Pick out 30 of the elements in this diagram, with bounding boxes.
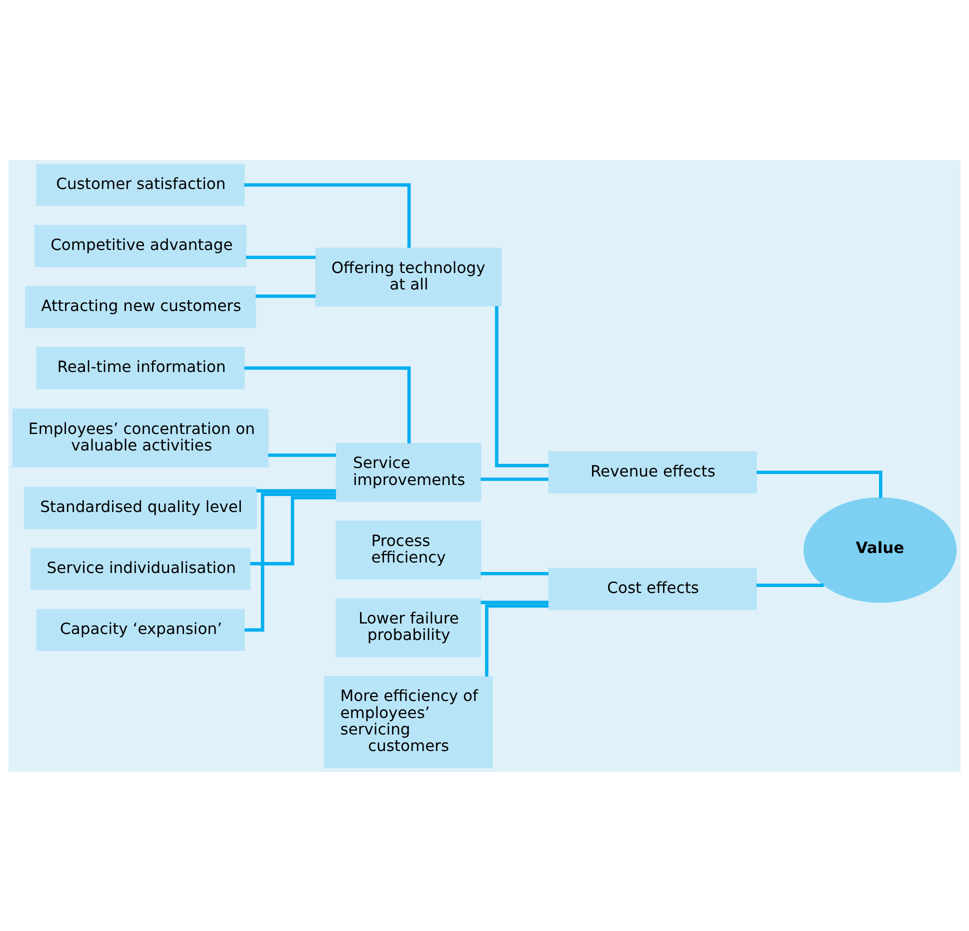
node-box: Competitive advantage xyxy=(34,224,246,267)
node-box: Employees’ concentration on valuable activities xyxy=(12,408,269,467)
connector xyxy=(244,366,411,443)
node-box: Lower failure probability xyxy=(336,598,482,657)
node-box: Revenue effects xyxy=(548,450,757,493)
connector xyxy=(256,294,316,298)
node-box: Service improvements xyxy=(336,442,482,502)
connector xyxy=(480,477,548,480)
connector xyxy=(244,182,411,248)
node-box: Offering technology at all xyxy=(315,247,502,306)
connector xyxy=(480,600,548,604)
node-box: More efficiency of employees’ servicing customers xyxy=(324,676,493,768)
connector xyxy=(756,470,882,498)
node-box: Process efficiency xyxy=(336,520,482,579)
connector xyxy=(256,488,336,492)
connector xyxy=(495,306,549,467)
connector xyxy=(268,453,336,456)
connector xyxy=(246,255,316,259)
node-box: Cost effects xyxy=(548,567,757,610)
connector xyxy=(485,604,548,676)
node-box: Capacity ‘expansion’ xyxy=(36,608,245,651)
connector xyxy=(480,571,548,575)
node-box: Service individualisation xyxy=(30,547,250,590)
node-box: Customer satisfaction xyxy=(36,163,245,206)
node-box: Standardised quality level xyxy=(24,486,257,528)
node-box: Real-time information xyxy=(36,346,245,389)
connector xyxy=(756,583,824,586)
node-box: Attracting new customers xyxy=(25,285,256,328)
connector xyxy=(250,496,336,565)
node-ellipse: Value xyxy=(804,496,957,602)
